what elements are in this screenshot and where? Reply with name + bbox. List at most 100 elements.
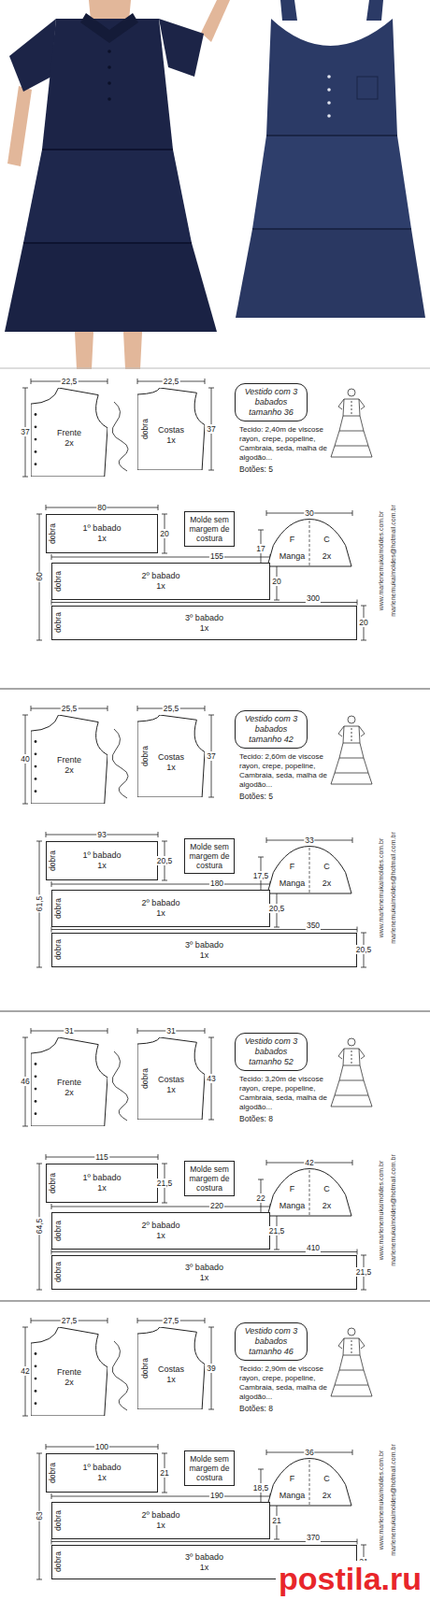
pattern-stroke [350, 1340, 353, 1343]
pattern-stroke [112, 1341, 129, 1411]
pattern-stroke [208, 1119, 215, 1121]
email-watermark: marlenemukaimoldes@hotmail.com.br [389, 1153, 398, 1268]
piece-label: 1x [200, 623, 210, 634]
dimension-label: 42 [19, 1366, 30, 1376]
dimension-label: 21,5 [355, 1267, 373, 1277]
piece-label: Manga [279, 1490, 306, 1501]
pattern-stroke [266, 1449, 268, 1456]
ruffle-piece: 1º babado1x [45, 1453, 158, 1493]
pattern-stroke [309, 520, 311, 567]
dimension-label: 20 [158, 529, 170, 539]
email-watermark: marlenemukaimoldes@hotmail.com.br [389, 831, 398, 946]
pattern-stroke [137, 1327, 205, 1410]
piece-label: 2º babado [142, 1510, 181, 1521]
pattern-stroke [51, 1204, 53, 1210]
dimension-label: 31 [165, 1026, 176, 1036]
pattern-stroke [347, 388, 356, 397]
fabric-note: Tecido: 3,20m de viscose rayon, crepe, p… [238, 1075, 330, 1113]
pattern-stroke [208, 1037, 215, 1039]
ruffle-piece: 2º babado1x [51, 889, 271, 928]
pattern-stroke [34, 450, 38, 454]
pattern-stroke [360, 605, 367, 607]
piece-label: 3º babado [185, 1262, 224, 1274]
pattern-stroke [267, 1169, 352, 1218]
pattern-stroke [161, 1492, 168, 1494]
pattern-stroke [34, 1112, 38, 1116]
fold-label: dobra [140, 1357, 150, 1380]
piece-label: Costas [157, 425, 185, 436]
piece-outline [266, 518, 353, 568]
piece-label: Manga [279, 877, 306, 889]
ruffle-piece: 1º babado1x [45, 841, 158, 881]
pattern-stroke [161, 1453, 168, 1455]
piece-label: F [289, 533, 296, 545]
pattern-stroke [330, 415, 373, 458]
piece-label: 1x [156, 1520, 166, 1532]
pattern-stroke [137, 1037, 205, 1120]
dimension-label: 21 [271, 1516, 282, 1526]
title-box: Vestido com 3 babados tamanho 42 [234, 710, 308, 749]
piece-label: 1º babado [83, 523, 122, 534]
pattern-stroke [36, 1579, 43, 1581]
ruffle-piece: 2º babado1x [51, 1502, 271, 1540]
ruffle-piece: 1º babado1x [45, 514, 158, 554]
pattern-stroke [34, 1075, 38, 1078]
dimension-label: 17,5 [252, 871, 271, 881]
pattern-stroke [36, 514, 43, 516]
note-box: Molde sem margem de costura [184, 838, 235, 875]
fold-label: dobra [53, 897, 63, 920]
pattern-stroke [51, 884, 271, 886]
pattern-stroke [34, 1100, 38, 1104]
piece-label: 1x [166, 762, 176, 774]
piece-label: C [323, 860, 330, 872]
piece-label: 2º babado [142, 571, 181, 582]
pattern-stroke [161, 1203, 168, 1204]
piece-label: 3º babado [185, 613, 224, 624]
pattern-stroke [350, 412, 353, 415]
pattern-stroke [34, 1390, 38, 1393]
pattern-stroke [34, 413, 38, 416]
ruffle-piece: 1º babado1x [45, 1163, 158, 1204]
pattern-stroke [157, 831, 159, 838]
pattern-stroke [347, 1328, 356, 1336]
dimension-label: 27,5 [60, 1316, 79, 1326]
dimension-label: 30 [303, 508, 315, 518]
ruffle-piece: 2º babado1x [51, 1212, 271, 1250]
fold-label: dobra [47, 849, 58, 873]
fabric-note: Tecido: 2,60m de viscose rayon, crepe, p… [238, 752, 330, 790]
sleeve-piece: FCManga2x [266, 1168, 353, 1218]
pattern-stroke [51, 557, 271, 559]
pattern-stroke [350, 1054, 353, 1057]
piece-label: 1x [97, 533, 107, 545]
pattern-stroke [258, 1469, 264, 1471]
pattern-stroke [157, 1154, 159, 1161]
dimension-label: 36 [303, 1447, 315, 1458]
pattern-stroke [36, 1163, 43, 1165]
pattern-stroke [112, 401, 129, 472]
pattern-stroke [352, 837, 354, 844]
pattern-stroke [350, 408, 353, 411]
fold-label: dobra [47, 522, 58, 545]
piece-label: 2x [322, 1200, 332, 1211]
pattern-stroke [208, 1409, 215, 1411]
pattern-stroke [330, 1065, 373, 1107]
piece-label: C [323, 1473, 330, 1484]
pattern-stroke [107, 378, 109, 385]
sleeve-piece: FCManga2x [266, 518, 353, 568]
fold-label: dobra [47, 1462, 58, 1485]
dimension-label: 21,5 [268, 1226, 287, 1236]
pattern-stroke [51, 1493, 53, 1500]
pattern-stroke [45, 831, 47, 838]
pattern-stroke [30, 387, 108, 477]
piece-label: Frente [57, 1077, 82, 1089]
dimension-label: 33 [303, 835, 315, 846]
pattern-stroke [34, 1402, 38, 1405]
fabric-note: Tecido: 2,40m de viscose rayon, crepe, p… [238, 425, 330, 463]
site-watermark: postila.ru [275, 1561, 425, 1597]
pattern-stroke [161, 514, 168, 516]
pattern-stroke [51, 554, 53, 560]
pattern-stroke [208, 1327, 215, 1329]
piece-label: Costas [157, 1364, 185, 1376]
pattern-stroke [338, 726, 365, 744]
pattern-stroke [137, 705, 139, 712]
